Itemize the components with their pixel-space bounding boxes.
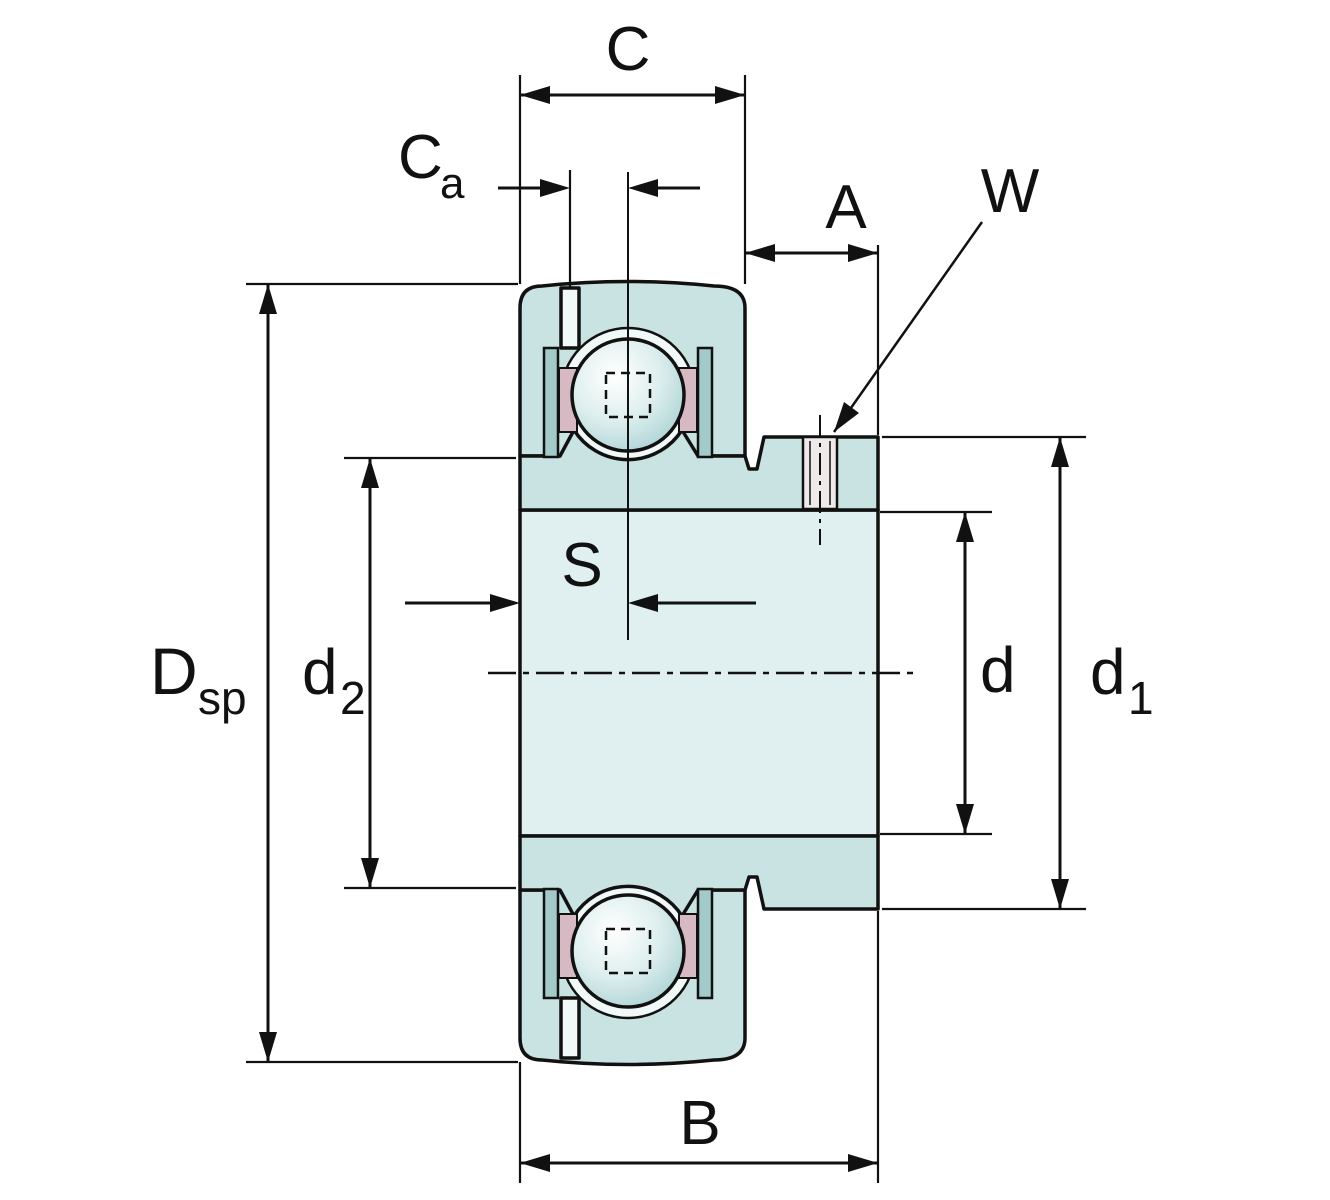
bearing-bottom-half: [518, 834, 880, 1067]
dimension-d1: d 1: [1051, 437, 1154, 909]
dim-label-Ca-subscript: a: [440, 159, 465, 208]
dim-label-d2-subscript: 2: [340, 672, 366, 724]
ball-bottom: [570, 893, 686, 1009]
dim-label-d1-subscript: 1: [1128, 672, 1154, 724]
seal-right-bottom: [696, 887, 714, 1000]
dim-label-d2: d: [302, 636, 338, 708]
dimension-Dsp: D sp: [150, 284, 277, 1062]
dim-label-Dsp: D: [150, 634, 198, 708]
dim-label-d: d: [980, 634, 1016, 706]
dimension-S: S: [405, 531, 756, 612]
dim-label-W: W: [981, 157, 1040, 226]
lubrication-slot-bottom: [559, 996, 581, 1060]
dimension-Ca: C a: [398, 123, 700, 208]
bearing-top-half: [518, 279, 880, 545]
ball-pocket-mark-bottom: [604, 927, 652, 975]
dimension-C: C: [520, 15, 745, 104]
dim-label-A: A: [825, 173, 867, 242]
dimension-d: d: [956, 512, 1016, 834]
dim-label-C: C: [606, 15, 651, 84]
dim-label-d1: d: [1090, 636, 1126, 708]
dim-label-Ca: C: [398, 123, 443, 192]
seal-left-bottom: [542, 887, 560, 1000]
seal-left-top: [542, 346, 560, 459]
dim-label-S: S: [561, 531, 602, 600]
seal-right-top: [696, 346, 714, 459]
lubrication-slot-top: [559, 286, 581, 350]
inner-ring-bottom: [518, 834, 880, 918]
dim-label-B: B: [679, 1089, 720, 1158]
dimension-B: B: [520, 1089, 878, 1172]
dim-label-Dsp-subscript: sp: [198, 672, 247, 724]
dimension-d2: d 2: [302, 458, 379, 888]
set-screw: [801, 415, 839, 545]
dimension-A: A: [745, 173, 878, 262]
extension-lines: [246, 75, 1086, 1183]
inner-ring-top: [518, 428, 880, 512]
dimension-W: W: [832, 157, 1040, 433]
